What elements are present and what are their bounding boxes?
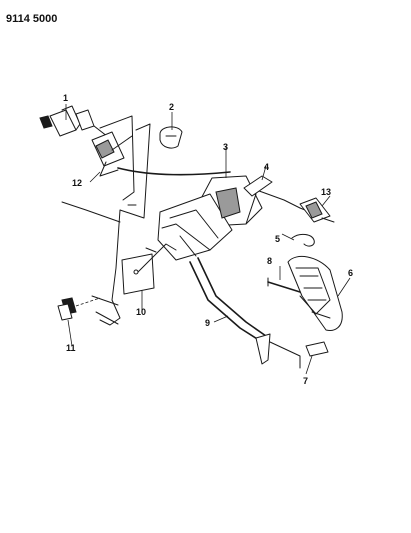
callout-12: 12 — [72, 178, 82, 188]
callout-11: 11 — [66, 343, 76, 353]
callout-4: 4 — [264, 162, 269, 172]
callout-13: 13 — [321, 187, 331, 197]
diagram-id: 9114 5000 — [6, 13, 57, 25]
part-13-cable-connector — [299, 197, 335, 223]
callout-2: 2 — [169, 102, 174, 112]
part-2-clip — [159, 126, 183, 149]
callout-10: 10 — [136, 307, 146, 317]
callout-7: 7 — [303, 376, 308, 386]
callout-1: 1 — [63, 93, 68, 103]
part-5-return-spring — [291, 233, 315, 247]
part-6-pedal-pad — [287, 255, 343, 331]
part-8-pivot-pin — [267, 277, 301, 293]
callout-3: 3 — [223, 142, 228, 152]
part-11-clip — [57, 297, 101, 321]
callout-5: 5 — [275, 234, 280, 244]
callout-leaders — [65, 104, 351, 375]
part-4-cable-lever — [243, 175, 273, 225]
part-12-cable-retainer — [91, 131, 133, 177]
callout-6: 6 — [348, 268, 353, 278]
part-7-pad-bumper — [305, 341, 329, 357]
part-1-cable-grommet — [39, 105, 113, 141]
part-10-mounting-plate — [121, 243, 177, 295]
dash-panel — [61, 115, 151, 326]
callout-8: 8 — [267, 256, 272, 266]
callout-numbers: 1 2 3 4 5 6 7 8 9 10 11 12 13 — [63, 93, 353, 386]
part-9-pedal-arm — [189, 257, 301, 369]
callout-9: 9 — [205, 318, 210, 328]
